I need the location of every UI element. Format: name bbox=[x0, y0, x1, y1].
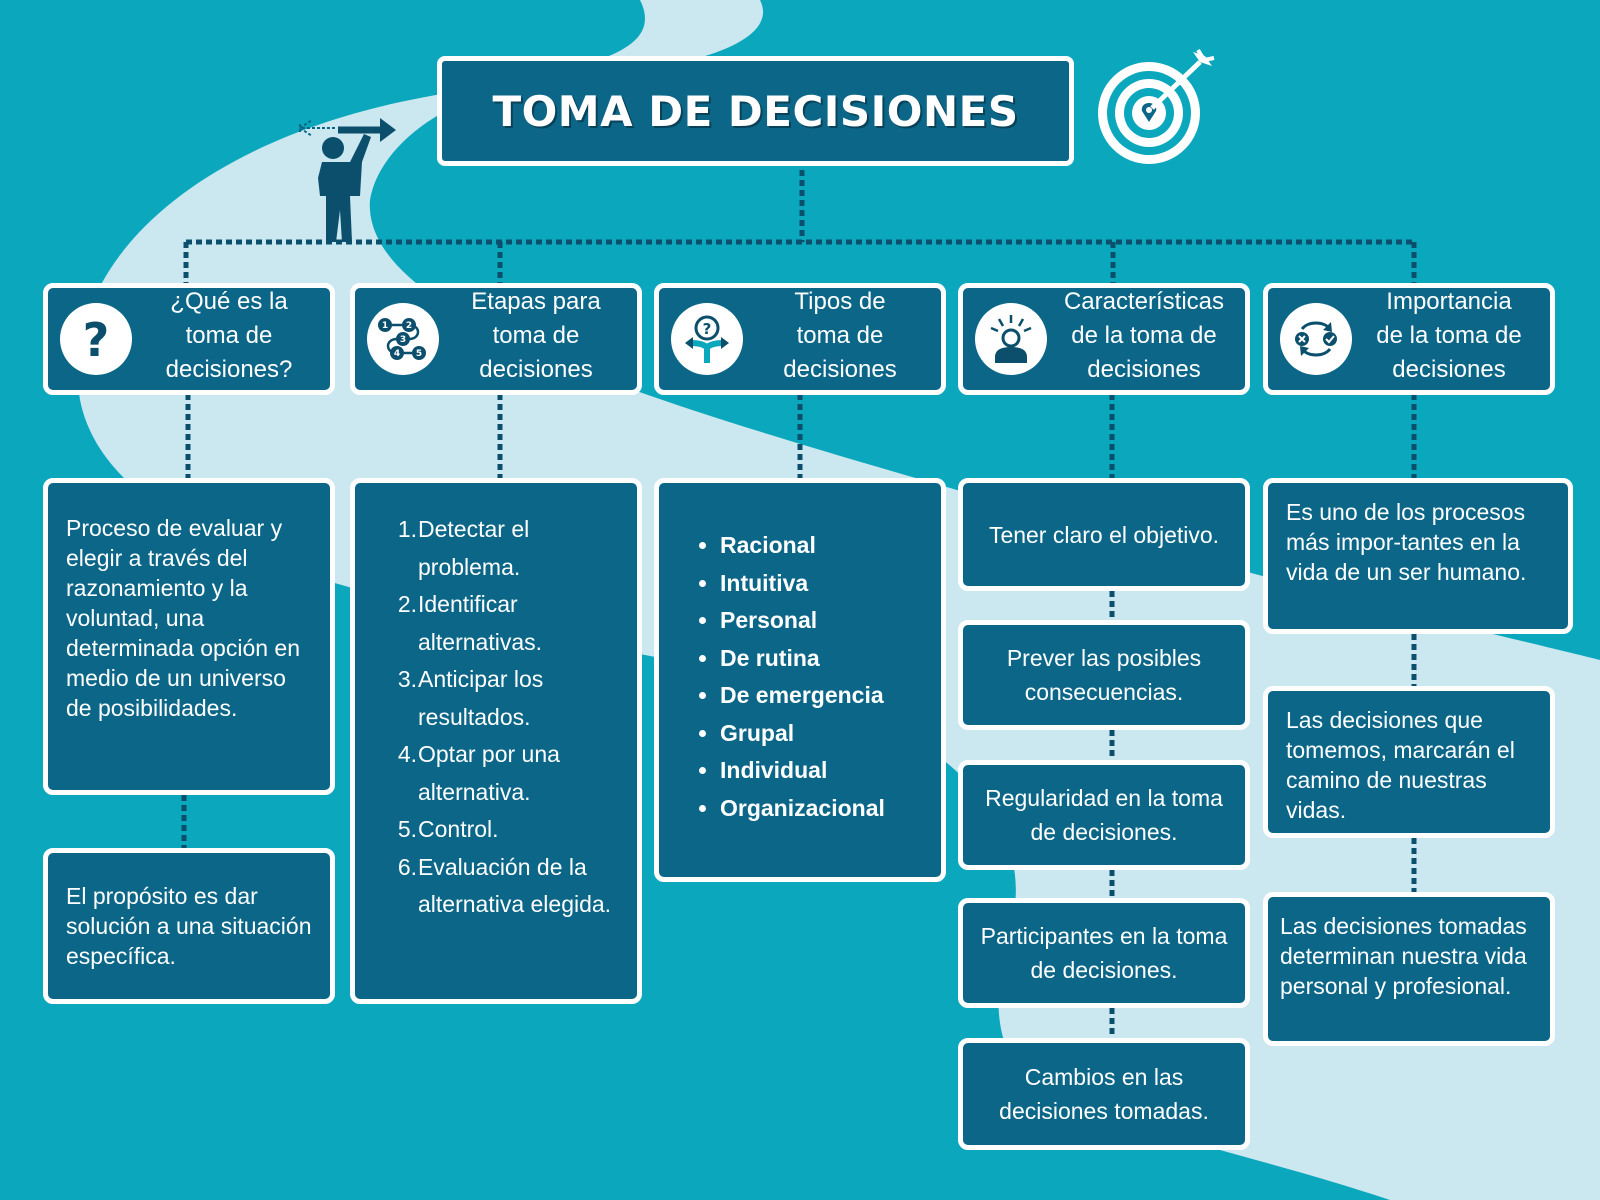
bullet bbox=[699, 617, 706, 625]
types-list: Racional Intuitiva Personal De rutina De… bbox=[659, 483, 941, 827]
importance-box: Las decisiones que tomemos, marcarán el … bbox=[1263, 686, 1555, 838]
svg-text:2: 2 bbox=[406, 321, 412, 331]
page-title: TOMA DE DECISIONES bbox=[492, 86, 1019, 136]
bullet bbox=[699, 654, 706, 662]
list-item: Intuitiva bbox=[699, 565, 931, 603]
types-box: Racional Intuitiva Personal De rutina De… bbox=[654, 478, 946, 882]
list-item: 2.Identificar alternativas. bbox=[397, 591, 543, 655]
list-item: De rutina bbox=[699, 640, 931, 678]
category-label: Tipos de toma de decisiones bbox=[783, 288, 897, 383]
characteristic-box: Regularidad en la toma de decisiones. bbox=[958, 760, 1250, 870]
svg-text:1: 1 bbox=[382, 321, 388, 331]
split-path-question-icon: ? bbox=[671, 303, 743, 375]
list-item: Individual bbox=[699, 752, 931, 790]
category-tipos: ? Tipos de toma de decisiones bbox=[654, 283, 946, 395]
title-box: TOMA DE DECISIONES bbox=[437, 56, 1074, 166]
category-label: Características de la toma de decisiones bbox=[1063, 288, 1225, 383]
bullet bbox=[699, 729, 706, 737]
purpose-box: El propósito es dar solución a una situa… bbox=[43, 848, 335, 1004]
cycle-choice-icon bbox=[1280, 303, 1352, 375]
list-item: 3.Anticipar los resultados. bbox=[397, 666, 544, 730]
characteristic-text: Regularidad en la toma de decisiones. bbox=[985, 785, 1223, 845]
category-importancia: Importancia de la toma de decisiones bbox=[1263, 283, 1555, 395]
list-item: 5.Control. bbox=[397, 816, 499, 842]
list-item: Grupal bbox=[699, 715, 931, 753]
svg-text:3: 3 bbox=[400, 335, 406, 345]
definition-box: Proceso de evaluar y elegir a través del… bbox=[43, 478, 335, 795]
bullet bbox=[699, 542, 706, 550]
target-with-arrow-icon bbox=[1098, 48, 1215, 164]
importance-text: Es uno de los procesos más impor-tantes … bbox=[1286, 499, 1527, 585]
bullet bbox=[699, 579, 706, 587]
characteristic-text: Tener claro el objetivo. bbox=[988, 521, 1220, 548]
characteristic-text: Cambios en las decisiones tomadas. bbox=[999, 1064, 1209, 1124]
category-caracteristicas: Características de la toma de decisiones bbox=[958, 283, 1250, 395]
bullet bbox=[699, 804, 706, 812]
category-label: Etapas para toma de decisiones bbox=[471, 288, 601, 383]
person-ideas-icon bbox=[975, 303, 1047, 375]
importance-box: Las decisiones tomadas determinan nuestr… bbox=[1263, 892, 1555, 1046]
characteristic-text: Prever las posibles consecuencias. bbox=[1006, 645, 1202, 705]
bullet bbox=[699, 692, 706, 700]
stages-box: 1.Detectar el problema. 2.Identificar al… bbox=[350, 478, 642, 1004]
importance-text: Las decisiones que tomemos, marcarán el … bbox=[1286, 707, 1515, 823]
svg-text:4: 4 bbox=[394, 349, 400, 359]
category-label: Importancia de la toma de decisiones bbox=[1376, 288, 1522, 383]
person-pointing-arrow-icon bbox=[299, 118, 396, 242]
purpose-text: El propósito es dar solución a una situa… bbox=[66, 883, 312, 969]
list-item: 4.Optar por una alternativa. bbox=[397, 741, 560, 805]
list-item: Organizacional bbox=[699, 790, 931, 828]
svg-text:5: 5 bbox=[416, 349, 422, 359]
category-que-es: ? ¿Qué es la toma de decisiones? bbox=[43, 283, 335, 395]
stages-list: 1.Detectar el problema. 2.Identificar al… bbox=[355, 483, 637, 924]
svg-text:?: ? bbox=[83, 314, 110, 364]
svg-text:?: ? bbox=[703, 320, 712, 338]
characteristic-box: Participantes en la toma de decisiones. bbox=[958, 898, 1250, 1008]
characteristic-box: Cambios en las decisiones tomadas. bbox=[958, 1038, 1250, 1150]
list-item: 6.Evaluación de la alternativa elegida. bbox=[397, 853, 612, 918]
list-item: De emergencia bbox=[699, 677, 931, 715]
definition-text: Proceso de evaluar y elegir a través del… bbox=[66, 515, 300, 721]
list-item: Personal bbox=[699, 602, 931, 640]
importance-text: Las decisiones tomadas determinan nuestr… bbox=[1280, 913, 1527, 999]
characteristic-box: Tener claro el objetivo. bbox=[958, 478, 1250, 591]
list-item: Racional bbox=[699, 527, 931, 565]
question-mark-icon: ? bbox=[60, 303, 132, 375]
list-item: 1.Detectar el problema. bbox=[397, 516, 530, 580]
importance-box: Es uno de los procesos más impor-tantes … bbox=[1263, 478, 1573, 634]
category-label: ¿Qué es la toma de decisiones? bbox=[165, 288, 293, 383]
bullet bbox=[699, 767, 706, 775]
characteristic-text: Participantes en la toma de decisiones. bbox=[980, 923, 1228, 983]
characteristic-box: Prever las posibles consecuencias. bbox=[958, 620, 1250, 730]
